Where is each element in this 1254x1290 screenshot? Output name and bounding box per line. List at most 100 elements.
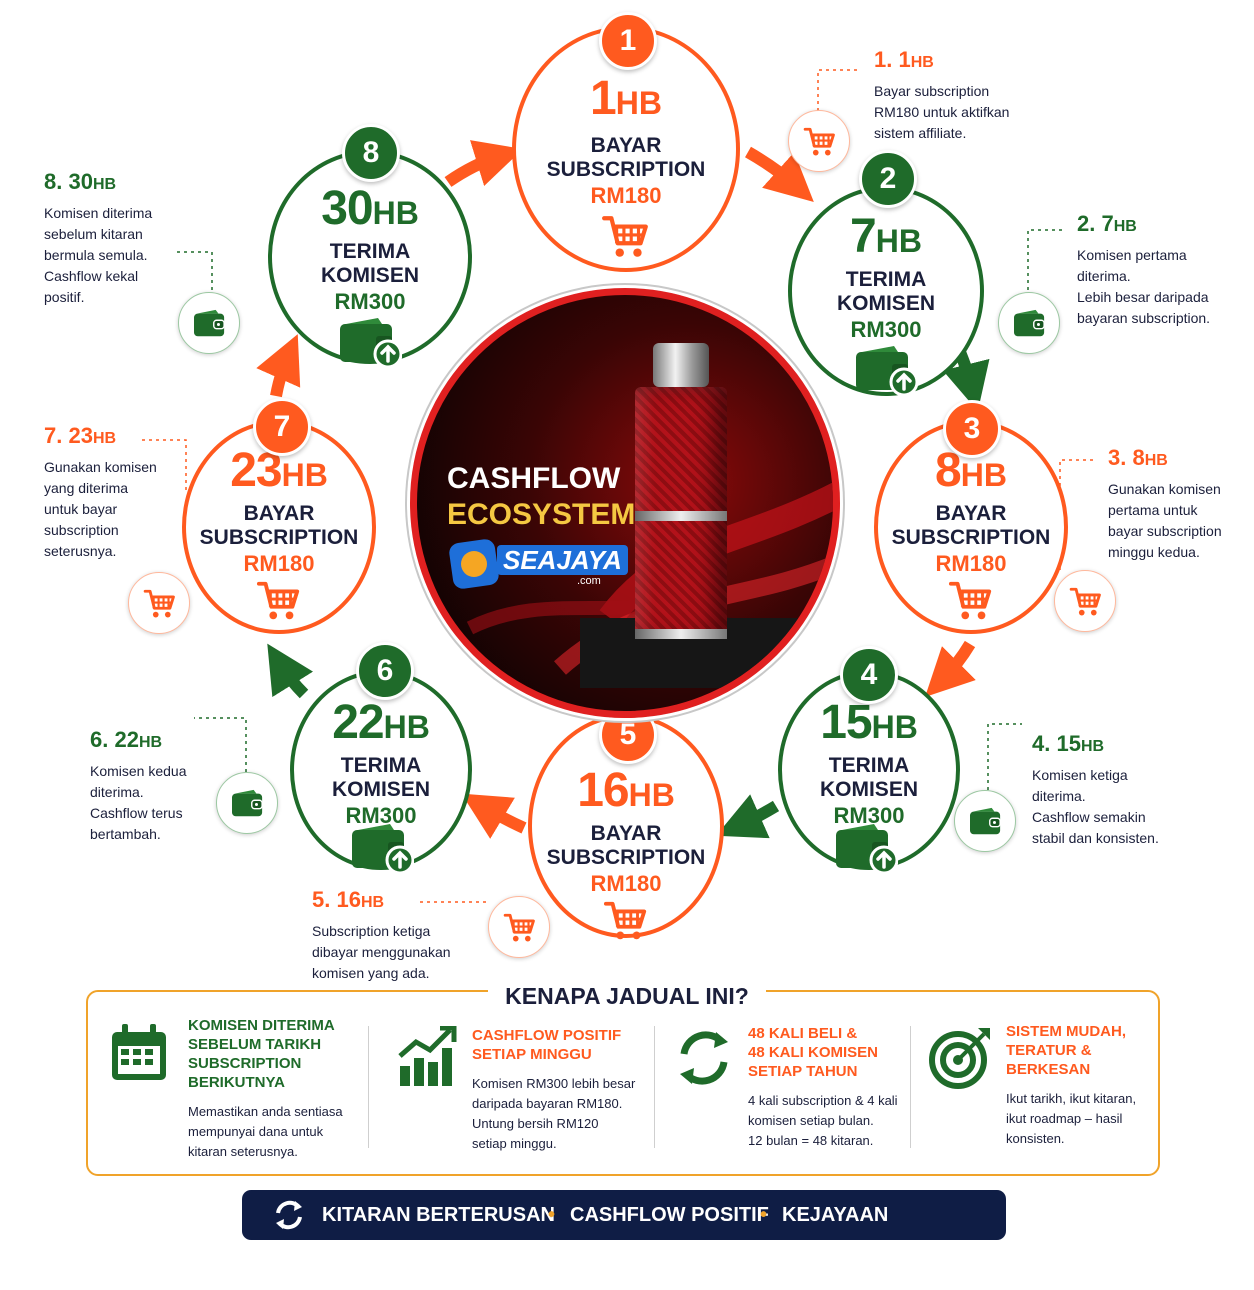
step-2-day: 7HB bbox=[850, 210, 922, 263]
note-6-wallet-icon bbox=[216, 772, 278, 834]
step-8-circle: 30HB TERIMA KOMISEN RM300 bbox=[268, 150, 472, 364]
step-3-amount: RM180 bbox=[935, 551, 1007, 576]
note-8-line: Komisen diterima bbox=[44, 205, 153, 221]
cart-icon bbox=[599, 212, 653, 262]
why-col-3-head: SETIAP TAHUN bbox=[748, 1063, 858, 1080]
refresh-icon bbox=[276, 1200, 302, 1230]
step-2-line1: TERIMA bbox=[845, 268, 927, 291]
arrow-8-to-1 bbox=[444, 140, 523, 187]
wallet-icon bbox=[350, 822, 414, 874]
note-4: 4. 15HB Komisen ketiga diterima. Cashflo… bbox=[1032, 730, 1159, 849]
step-3-badge: 3 bbox=[943, 400, 1001, 458]
note-6-line: Komisen kedua bbox=[90, 763, 187, 779]
note-6: 6. 22HB Komisen kedua diterima. Cashflow… bbox=[90, 726, 187, 845]
footer-item-1: KITARAN BERTERUSAN bbox=[322, 1204, 555, 1226]
step-6-amount: RM300 bbox=[345, 803, 417, 828]
note-7-line: untuk bayar bbox=[44, 501, 118, 517]
note-6-line: bertambah. bbox=[90, 826, 161, 842]
why-col-4-head: SISTEM MUDAH, bbox=[1006, 1023, 1126, 1040]
note-7-title: 7. 23HB bbox=[44, 423, 117, 448]
note-6-title: 6. 22HB bbox=[90, 727, 163, 752]
footer-banner: KITARAN BERTERUSAN • CASHFLOW POSITIF • … bbox=[242, 1190, 1006, 1276]
why-col-2-body: setiap minggu. bbox=[472, 1136, 557, 1151]
step-5-circle: 16HB BAYAR SUBSCRIPTION RM180 bbox=[528, 714, 724, 938]
note-3-title: 3. 8HB bbox=[1108, 445, 1168, 470]
note-8-line: bermula semula. bbox=[44, 247, 148, 263]
step-7-circle: 23HB BAYAR SUBSCRIPTION RM180 bbox=[182, 420, 376, 634]
note-4-line: Komisen ketiga bbox=[1032, 767, 1128, 783]
note-1: 1. 1HB Bayar subscription RM180 untuk ak… bbox=[874, 46, 1009, 144]
note-4-line: stabil dan konsisten. bbox=[1032, 830, 1159, 846]
step-3-day: 8HB bbox=[935, 444, 1007, 497]
note-2-wallet-icon bbox=[998, 292, 1060, 354]
divider bbox=[654, 1026, 655, 1148]
why-col-4-body: konsisten. bbox=[1006, 1131, 1065, 1146]
note-8-line: positif. bbox=[44, 289, 85, 305]
step-3-line2: SUBSCRIPTION bbox=[891, 526, 1051, 549]
note-7-cart-icon bbox=[128, 572, 190, 634]
step-2-circle: 7HB TERIMA KOMISEN RM300 bbox=[788, 186, 984, 396]
step-1-line2: SUBSCRIPTION bbox=[546, 158, 706, 181]
why-col-4-body: ikut roadmap – hasil bbox=[1006, 1111, 1123, 1126]
note-7-line: seterusnya. bbox=[44, 543, 117, 559]
note-2-line: bayaran subscription. bbox=[1077, 310, 1211, 326]
note-4-title: 4. 15HB bbox=[1032, 731, 1105, 756]
note-5-cart-icon bbox=[488, 896, 550, 958]
step-1-badge: 1 bbox=[599, 12, 657, 70]
note-5-line: dibayar menggunakan bbox=[312, 944, 451, 960]
note-3-line: pertama untuk bbox=[1108, 502, 1198, 518]
note-4-wallet-icon bbox=[954, 790, 1016, 852]
note-3-line: bayar subscription bbox=[1108, 523, 1222, 539]
wallet-icon bbox=[834, 822, 898, 874]
target-icon bbox=[929, 1028, 990, 1089]
step-6-day: 22HB bbox=[332, 696, 430, 749]
why-col-1-head: KOMISEN DITERIMA bbox=[188, 1017, 335, 1034]
cycle-arrows-icon bbox=[680, 1031, 728, 1085]
divider bbox=[368, 1026, 369, 1148]
note-3-line: Gunakan komisen bbox=[1108, 481, 1221, 497]
logo-sub: .com bbox=[577, 575, 601, 587]
why-col-4-body: Ikut tarikh, ikut kitaran, bbox=[1006, 1091, 1137, 1106]
cart-icon bbox=[601, 898, 651, 944]
step-7-line1: BAYAR bbox=[243, 502, 315, 525]
step-4-amount: RM300 bbox=[833, 803, 905, 828]
step-5-amount: RM180 bbox=[590, 871, 662, 896]
growth-chart-icon bbox=[398, 1026, 457, 1086]
wallet-icon bbox=[338, 316, 402, 368]
why-col-2: CASHFLOW POSITIF SETIAP MINGGU Komisen R… bbox=[472, 1026, 635, 1154]
center-product-image: CASHFLOW ECOSYSTEM SEAJAYA .com bbox=[410, 288, 840, 718]
note-2-line: Komisen pertama bbox=[1077, 247, 1187, 263]
why-col-3: 48 KALI BELI & 48 KALI KOMISEN SETIAP TA… bbox=[748, 1024, 898, 1151]
note-7-line: Gunakan komisen bbox=[44, 459, 157, 475]
note-8: 8. 30HB Komisen diterima sebelum kitaran… bbox=[44, 168, 152, 308]
step-2-line2: KOMISEN bbox=[836, 292, 935, 315]
logo-text: SEAJAYA bbox=[497, 545, 628, 575]
step-5-line2: SUBSCRIPTION bbox=[546, 846, 706, 869]
step-8-day: 30HB bbox=[321, 182, 419, 235]
step-5-line1: BAYAR bbox=[590, 822, 662, 845]
note-5-title: 5. 16HB bbox=[312, 887, 385, 912]
note-8-line: sebelum kitaran bbox=[44, 226, 143, 242]
step-4-line2: KOMISEN bbox=[819, 778, 918, 801]
step-6-badge: 6 bbox=[356, 642, 414, 700]
step-4-badge: 4 bbox=[840, 646, 898, 704]
note-3: 3. 8HB Gunakan komisen pertama untuk bay… bbox=[1108, 444, 1222, 563]
divider bbox=[910, 1026, 911, 1148]
center-title-line2: ECOSYSTEM bbox=[447, 498, 636, 531]
note-8-title: 8. 30HB bbox=[44, 169, 117, 194]
arrow-3-to-4 bbox=[925, 640, 976, 697]
note-4-line: diterima. bbox=[1032, 788, 1086, 804]
note-6-line: Cashflow terus bbox=[90, 805, 183, 821]
step-1-line1: BAYAR bbox=[590, 134, 662, 157]
note-2: 2. 7HB Komisen pertama diterima. Lebih b… bbox=[1077, 210, 1210, 329]
step-3-line1: BAYAR bbox=[935, 502, 1007, 525]
why-col-1: KOMISEN DITERIMA SEBELUM TARIKH SUBSCRIP… bbox=[188, 1016, 343, 1162]
step-7-line2: SUBSCRIPTION bbox=[199, 526, 359, 549]
note-1-line: RM180 untuk aktifkan bbox=[874, 104, 1010, 120]
note-4-line: Cashflow semakin bbox=[1032, 809, 1146, 825]
why-col-3-head: 48 KALI BELI & bbox=[748, 1025, 858, 1042]
step-8-badge: 8 bbox=[342, 124, 400, 182]
note-2-title: 2. 7HB bbox=[1077, 211, 1137, 236]
why-col-2-body: daripada bayaran RM180. bbox=[472, 1096, 623, 1111]
why-col-3-body: 4 kali subscription & 4 kali bbox=[748, 1093, 898, 1108]
